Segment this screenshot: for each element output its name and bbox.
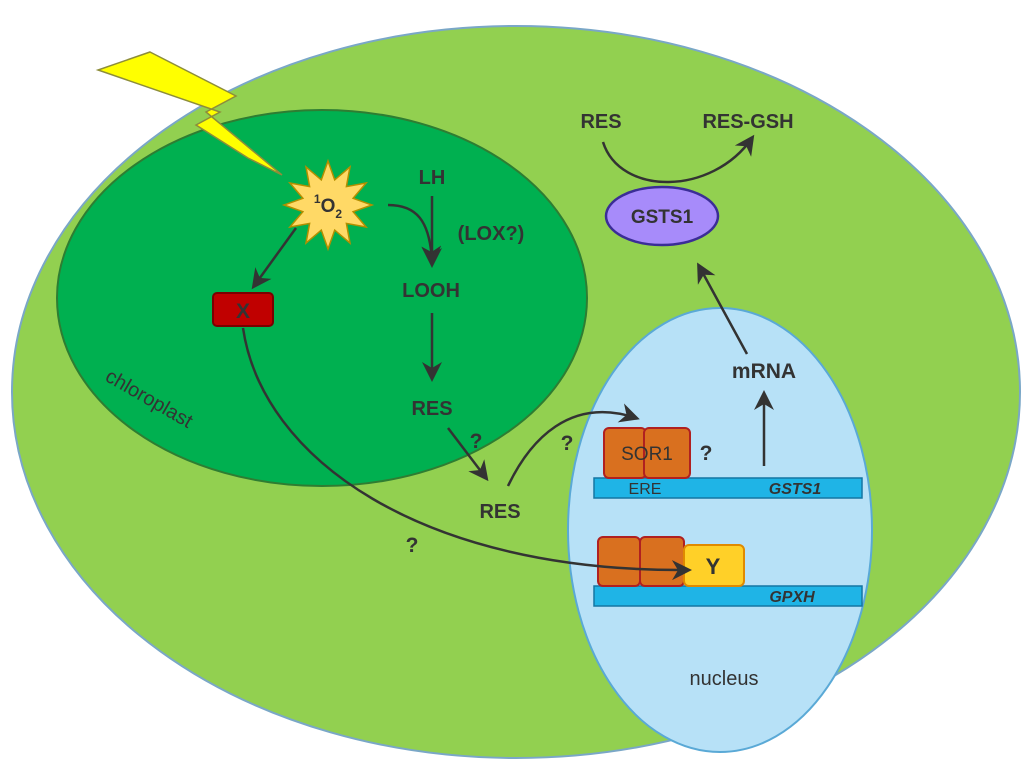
res-gsh-label: RES-GSH <box>702 111 793 133</box>
nucleus-label: nucleus <box>690 668 759 690</box>
sor1-label: SOR1 <box>621 444 673 465</box>
question-mark-1: ? <box>470 430 483 453</box>
x-box <box>212 292 274 327</box>
arrow-res-to-cytosol <box>447 427 489 482</box>
question-mark-2: ? <box>561 432 574 455</box>
arrows <box>241 134 774 581</box>
lh-label: LH <box>419 167 446 189</box>
mrna-label: mRNA <box>732 360 796 383</box>
question-mark-4: ? <box>406 534 419 557</box>
res-cytosol-label: RES <box>479 501 520 523</box>
arrow-res-to-res-gsh <box>601 134 755 184</box>
question-mark-3: ? <box>700 442 713 465</box>
nucleus <box>567 307 873 753</box>
arrow-x-to-y <box>241 327 692 581</box>
lightning-icon <box>95 51 283 176</box>
lox-label: (LOX?) <box>458 223 525 245</box>
gsts1-enzyme <box>604 185 720 247</box>
chloroplast <box>56 109 588 487</box>
looh-label: LOOH <box>402 280 460 302</box>
arrow-mrna-to-gsts1 <box>697 262 749 355</box>
singlet-oxygen-burst <box>281 158 375 252</box>
gsts1-gene-label: GSTS1 <box>769 481 822 498</box>
arrow-res-to-sor1 <box>506 403 640 487</box>
gpxh-dna-strand <box>593 585 863 607</box>
y-label: Y <box>706 554 721 579</box>
factor-subunit-right <box>639 536 685 587</box>
singlet-oxygen-label: 1O2 <box>314 192 342 221</box>
factor-subunit-left <box>597 536 641 587</box>
gsts1-enzyme-label: GSTS1 <box>631 207 694 228</box>
gsts1-dna-strand <box>593 477 863 499</box>
gpxh-gene-label: GPXH <box>769 589 815 606</box>
res-chloroplast-label: RES <box>411 398 452 420</box>
ere-label: ERE <box>629 481 662 498</box>
sor1-subunit-right <box>643 427 691 479</box>
arrow-o2-to-x <box>251 227 298 290</box>
res-top-label: RES <box>580 111 621 133</box>
x-label: X <box>236 300 250 323</box>
